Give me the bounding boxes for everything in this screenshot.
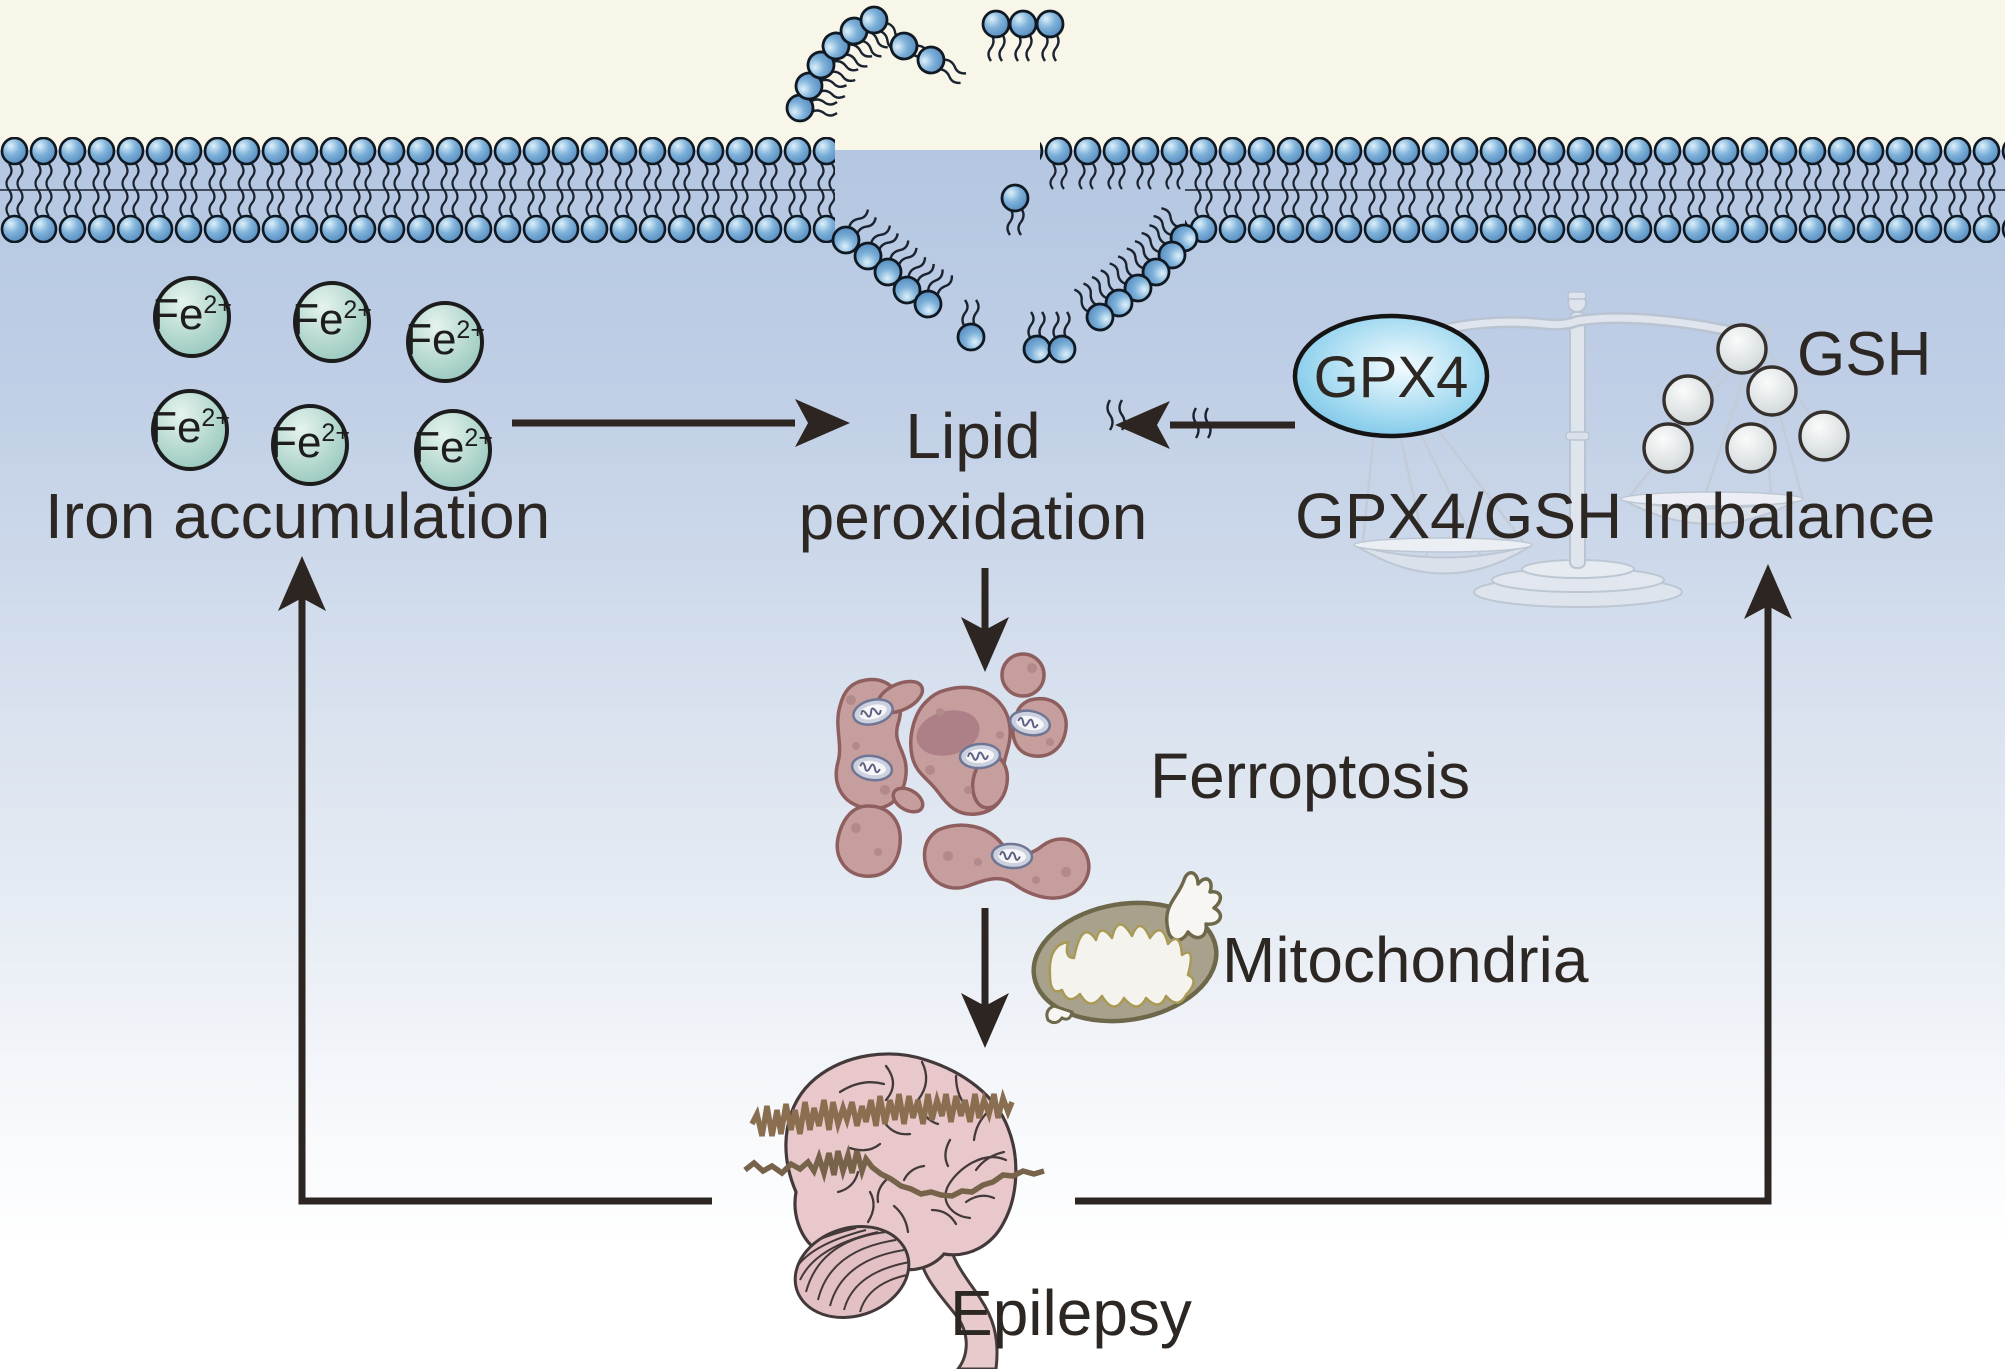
balance-scale-icon [1353, 291, 1826, 608]
lipid-peroxidation-label-line2: peroxidation [798, 481, 1148, 553]
fe-ion-label: Fe2+ [413, 426, 493, 470]
ion-charge: 2+ [203, 291, 232, 320]
feedback-arrow-right [1075, 564, 1792, 1205]
arrow-lipid-to-ferroptosis [961, 568, 1009, 672]
fe-ion-label: Fe2+ [405, 318, 485, 362]
gpx4-label: GPX4 [1313, 345, 1469, 410]
ion-charge: 2+ [201, 404, 230, 433]
ferroptosis-label: Ferroptosis [1150, 740, 1471, 812]
iron-accumulation-label: Iron accumulation [45, 480, 551, 552]
ion-charge: 2+ [456, 316, 485, 345]
fe-ion-icons [151, 276, 492, 491]
ion-symbol: Fe [270, 418, 322, 468]
fe-ion-label: Fe2+ [152, 293, 232, 337]
ferroptosis-cells-icon [834, 652, 1091, 900]
arrow-iron-to-lipid [512, 399, 850, 447]
cell-membrane [0, 137, 2005, 243]
ion-charge: 2+ [343, 296, 372, 325]
ion-symbol: Fe [150, 403, 202, 453]
gpx4-gsh-imbalance-label: GPX4/GSH Imbalance [1295, 480, 1936, 552]
brain-icon [743, 1052, 1045, 1369]
fe-ion-label: Fe2+ [270, 421, 350, 465]
feedback-arrow-left [278, 556, 712, 1205]
brain-sulci [836, 1060, 1008, 1234]
fe-ion-label: Fe2+ [150, 406, 230, 450]
ion-charge: 2+ [464, 424, 493, 453]
mitochondrion-icon [1031, 871, 1223, 1025]
ion-symbol: Fe [405, 315, 457, 365]
arrows [278, 399, 1792, 1205]
gpx4-badge [1292, 313, 1490, 439]
ion-symbol: Fe [152, 290, 204, 340]
arrow-ferroptosis-to-epilepsy [961, 908, 1009, 1048]
fe-ion-label: Fe2+ [292, 298, 372, 342]
ion-symbol: Fe [292, 295, 344, 345]
gsh-molecules-icon [1642, 323, 1850, 474]
ion-symbol: Fe [413, 423, 465, 473]
arrow-gpx4-to-lipid [1115, 401, 1295, 449]
mitochondria-label: Mitochondria [1222, 924, 1589, 996]
eeg-wave-icon [743, 1088, 1045, 1199]
epilepsy-label: Epilepsy [950, 1277, 1192, 1349]
lipid-peroxidation-label-line1: Lipid [905, 400, 1041, 472]
gsh-label: GSH [1797, 320, 1932, 389]
ion-charge: 2+ [321, 419, 350, 448]
